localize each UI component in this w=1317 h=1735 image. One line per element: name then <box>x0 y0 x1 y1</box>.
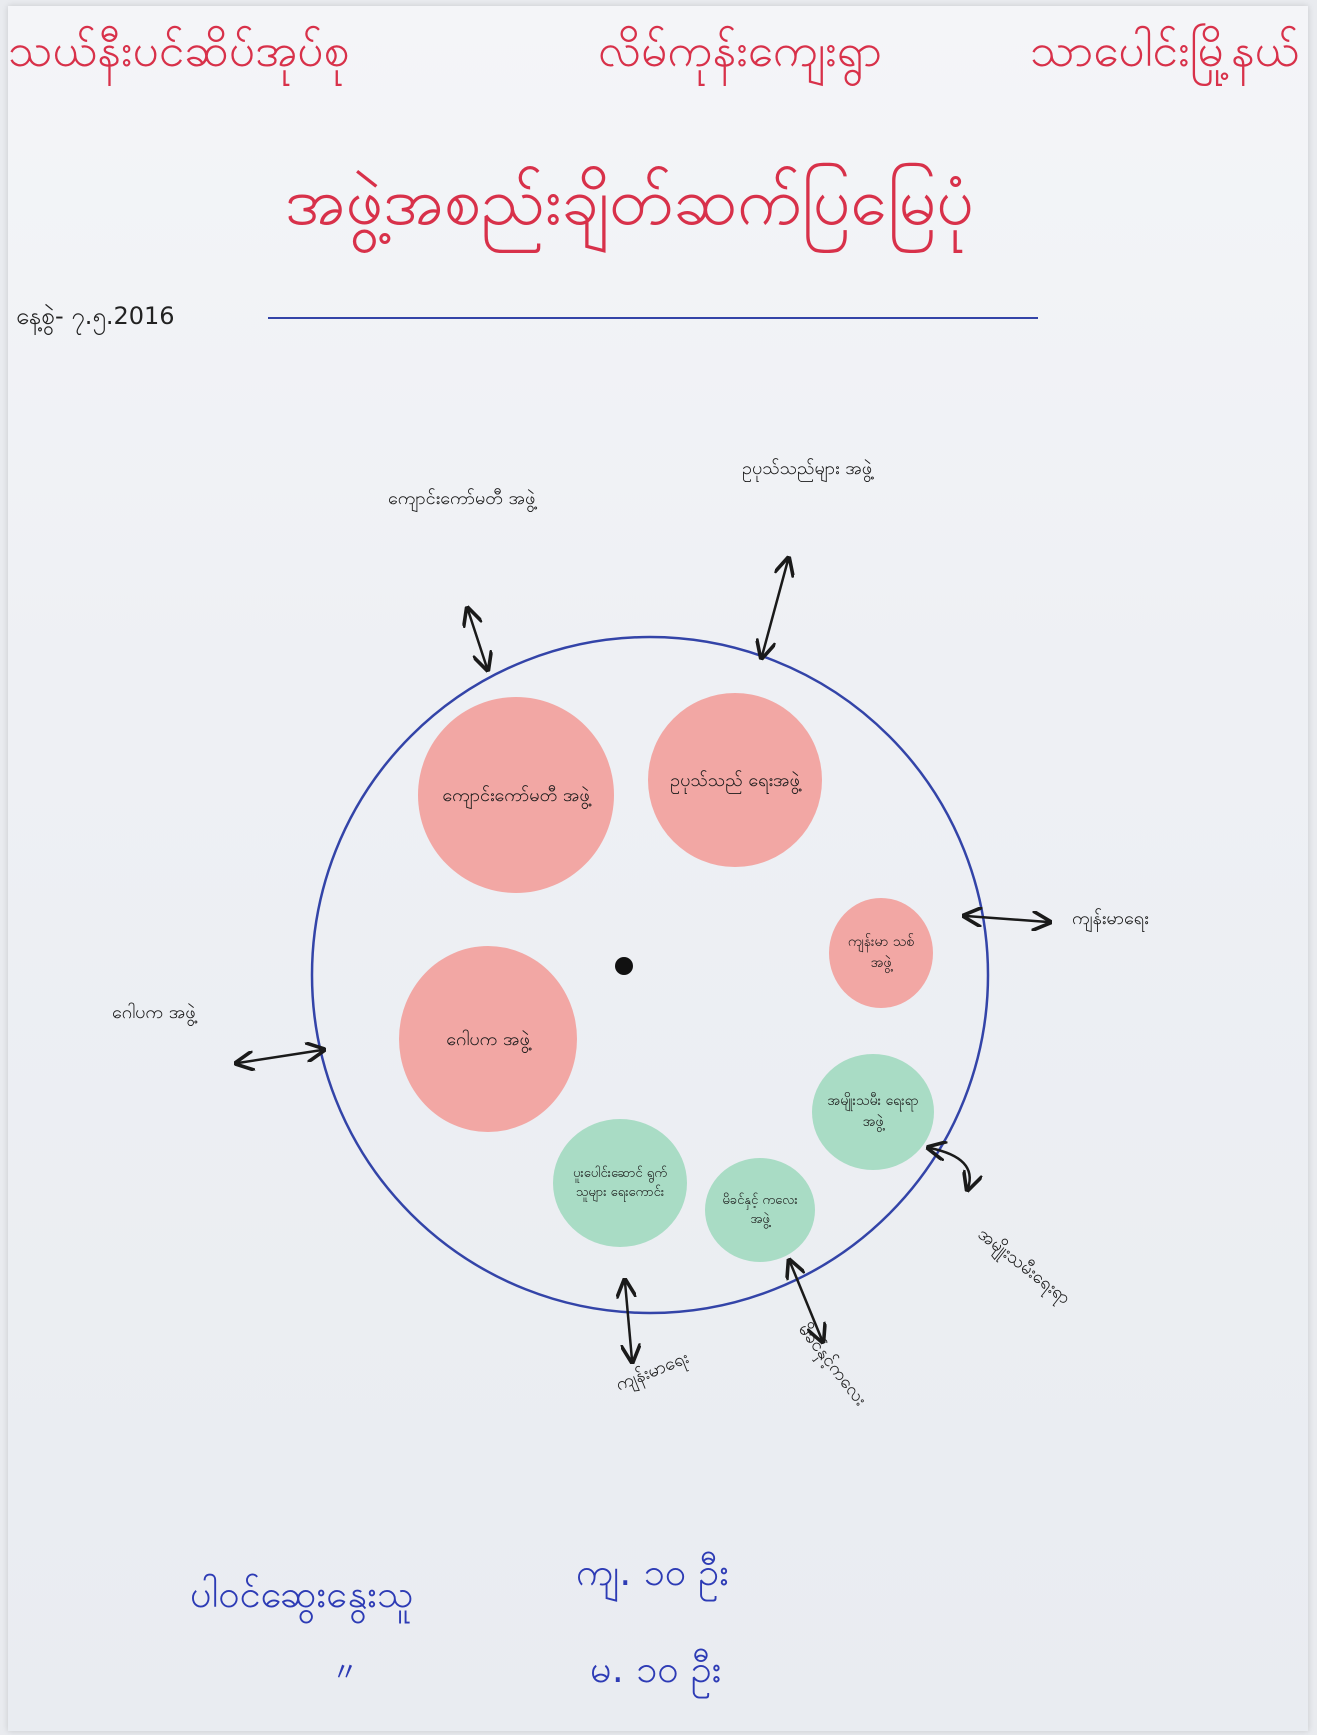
group-gopaka: ဂေါပက အဖွဲ့ <box>399 946 577 1132</box>
arrow-women-affairs <box>930 1148 970 1188</box>
flipchart-sheet <box>8 6 1308 1731</box>
participants-label: ပါဝင်ဆွေးနွေးသူ <box>190 1572 414 1616</box>
group-school-committee: ကျောင်းကော်မတီ အဖွဲ့ <box>418 697 614 893</box>
center-dot <box>615 957 633 975</box>
group-cooperators: ပူးပေါင်းဆောင် ရွက်သူများ ရေးကောင်း <box>553 1119 687 1247</box>
group-mother-child: မိခင်နှင့် ကလေးအဖွဲ့ <box>705 1158 815 1262</box>
participants-ditto: 〃 <box>332 1658 359 1688</box>
arrow-sabbath-group <box>762 560 788 656</box>
participants-female: မ. ၁၀ ဦး <box>590 1647 722 1691</box>
date-underline <box>268 317 1038 319</box>
page-title: အဖွဲ့အစည်းချိတ်ဆက်ပြမြေပုံ <box>285 163 975 240</box>
date-text: နေ့စွဲ- ၇.၅.2016 <box>16 302 175 330</box>
outer-health: ကျန်းမာရေး <box>1072 908 1149 929</box>
arrow-health <box>966 916 1048 922</box>
outer-school-committee: ကျောင်းကော်မတီ အဖွဲ့ <box>388 488 536 509</box>
arrow-health-bottom <box>625 1282 632 1360</box>
group-sabbath: ဥပုသ်သည် ရေးအဖွဲ့ <box>648 693 822 867</box>
arrow-school-committee <box>468 610 487 668</box>
header-township: သာပေါင်းမြို့နယ် <box>1030 23 1300 77</box>
header-village-tract: သယ်နီးပင်ဆိပ်အုပ်စု <box>8 23 350 77</box>
arrow-gopaka <box>238 1050 322 1063</box>
header-village: လိမ်ကုန်းကျေးရွာ <box>598 23 883 77</box>
arrow-mother-child <box>790 1262 822 1340</box>
community-boundary-circle <box>310 635 990 1315</box>
outer-sabbath: ဥပုသ်သည်များ အဖွဲ့ <box>742 458 873 479</box>
group-women-affairs: အမျိုးသမီး ရေးရာအဖွဲ့ <box>812 1054 934 1170</box>
outer-gopaka: ဂေါပက အဖွဲ့ <box>112 1002 196 1023</box>
group-health: ကျန်းမာ သစ်အဖွဲ့ <box>829 898 933 1008</box>
participants-male: ကျ. ၁၀ ဦး <box>576 1550 729 1594</box>
